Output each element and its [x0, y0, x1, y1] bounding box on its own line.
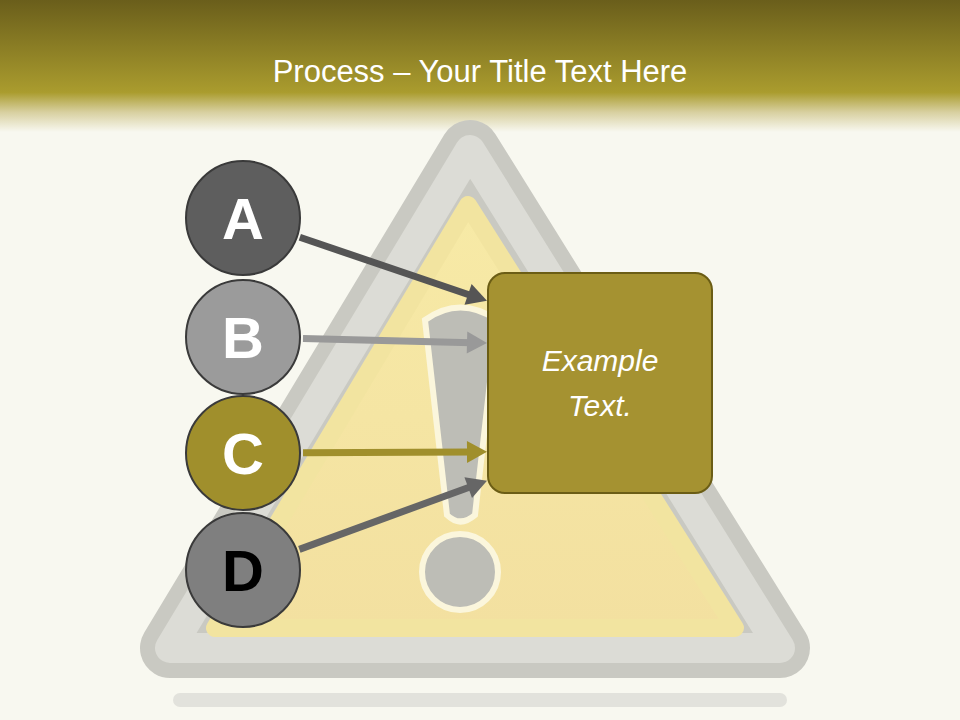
step-letter: B [222, 294, 264, 381]
arrow-line [299, 486, 472, 549]
arrow-line [303, 338, 471, 342]
arrow-head [464, 477, 487, 498]
warning-triangle [170, 150, 780, 700]
arrow-line [300, 237, 472, 295]
arrow-head [465, 284, 487, 305]
body-text: Example Text. [525, 338, 675, 428]
header-bar [0, 0, 960, 132]
slide-title: Process – Your Title Text Here [0, 54, 960, 90]
arrow-head [467, 441, 487, 463]
step-letter: C [222, 410, 264, 497]
arrow-head [467, 332, 487, 354]
step-letter: A [222, 175, 264, 262]
text-box: Example Text. [487, 272, 713, 494]
step-circle: A [185, 160, 301, 276]
step-circle: D [185, 512, 301, 628]
step-circle: B [185, 279, 301, 395]
step-letter: D [222, 527, 264, 614]
arrow-line [303, 448, 471, 456]
step-circle: C [185, 395, 301, 511]
